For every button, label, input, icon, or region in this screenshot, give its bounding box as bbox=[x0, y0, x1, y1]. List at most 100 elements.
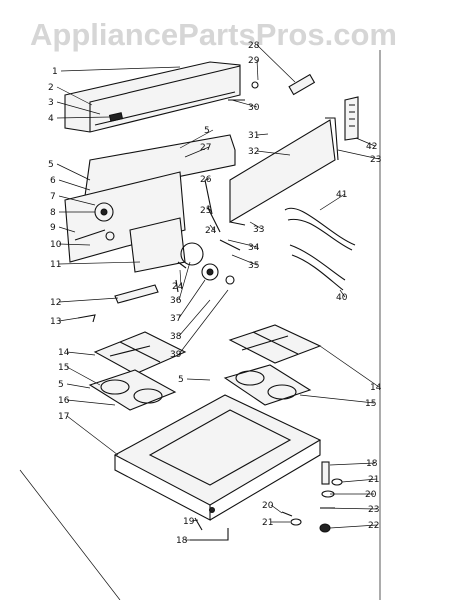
callout-15: 15 bbox=[58, 363, 69, 373]
drip-pans-right[interactable] bbox=[223, 364, 312, 406]
leader-line bbox=[270, 504, 283, 514]
callout-18: 18 bbox=[366, 459, 378, 469]
leader-line bbox=[256, 133, 269, 136]
leader-line bbox=[58, 195, 96, 206]
callout-11: 11 bbox=[50, 260, 61, 270]
callout-35: 35 bbox=[248, 261, 259, 271]
callout-36: 36 bbox=[170, 296, 182, 306]
callout-39: 39 bbox=[170, 350, 182, 360]
callout-24: 24 bbox=[172, 282, 184, 292]
callout-23: 23 bbox=[370, 155, 381, 165]
leader-line bbox=[339, 289, 346, 298]
leader-line bbox=[329, 462, 376, 466]
callout-16: 16 bbox=[58, 396, 70, 406]
leader-line bbox=[56, 86, 93, 106]
upper-right-parts[interactable] bbox=[228, 73, 316, 101]
leader-line bbox=[66, 351, 96, 356]
leader-line bbox=[337, 149, 380, 160]
callout-14: 14 bbox=[370, 383, 382, 393]
grates-right[interactable] bbox=[228, 324, 322, 364]
callout-5: 5 bbox=[48, 160, 54, 170]
callout-14: 14 bbox=[58, 348, 70, 358]
callout-1: 1 bbox=[52, 67, 58, 77]
drip-pans-left[interactable] bbox=[88, 369, 177, 411]
callout-21: 21 bbox=[262, 518, 273, 528]
leader-line bbox=[178, 261, 191, 301]
callout-15: 15 bbox=[365, 399, 376, 409]
callout-38: 38 bbox=[170, 332, 182, 342]
callout-31: 31 bbox=[248, 131, 259, 141]
callout-5: 5 bbox=[178, 375, 184, 385]
callout-3: 3 bbox=[48, 98, 54, 108]
leader-line bbox=[178, 279, 206, 319]
cooktop[interactable] bbox=[113, 394, 322, 521]
leader-line bbox=[58, 317, 79, 322]
watermark: AppliancePartsPros.com bbox=[30, 17, 397, 52]
callout-29: 29 bbox=[248, 56, 260, 66]
leader-line bbox=[231, 254, 258, 266]
callout-6: 6 bbox=[50, 176, 56, 186]
bracket-42[interactable] bbox=[344, 96, 359, 141]
callout-20: 20 bbox=[365, 490, 377, 500]
callout-13: 13 bbox=[50, 317, 61, 327]
leader-line bbox=[256, 150, 291, 156]
leader-line bbox=[58, 179, 91, 191]
leader-line bbox=[319, 345, 380, 388]
bracket-12[interactable] bbox=[77, 284, 159, 323]
callout-9: 9 bbox=[50, 223, 56, 233]
leader-line bbox=[299, 394, 375, 404]
leader-line bbox=[191, 519, 199, 522]
leader-line bbox=[207, 204, 210, 211]
callout-7: 7 bbox=[50, 192, 56, 202]
callout-18: 18 bbox=[176, 536, 188, 546]
callout-37: 37 bbox=[170, 314, 181, 324]
callout-10: 10 bbox=[50, 240, 62, 250]
callout-2: 2 bbox=[48, 83, 54, 93]
leader-line bbox=[66, 399, 116, 406]
leader-line bbox=[256, 44, 296, 83]
callout-24: 24 bbox=[205, 226, 217, 236]
callout-30: 30 bbox=[248, 103, 260, 113]
callout-17: 17 bbox=[58, 412, 69, 422]
leader-line bbox=[58, 261, 141, 265]
callout-28: 28 bbox=[248, 41, 260, 51]
callout-19: 19 bbox=[183, 517, 195, 527]
callout-23: 23 bbox=[368, 505, 379, 515]
leader-line bbox=[66, 415, 119, 456]
leader-line bbox=[256, 59, 259, 81]
leader-line bbox=[56, 101, 101, 115]
callout-41: 41 bbox=[336, 190, 347, 200]
leader-line bbox=[204, 178, 210, 181]
grates-left[interactable] bbox=[93, 331, 187, 375]
leader-line bbox=[66, 383, 91, 389]
leader-line bbox=[58, 297, 119, 303]
leader-line bbox=[341, 478, 378, 483]
leader-line bbox=[58, 243, 91, 246]
rear-panel[interactable] bbox=[229, 117, 339, 226]
lower-right-parts[interactable] bbox=[190, 461, 343, 541]
callout-33: 33 bbox=[253, 225, 264, 235]
callout-5: 5 bbox=[204, 126, 210, 136]
wiring-harness[interactable] bbox=[284, 207, 356, 291]
leader-line bbox=[179, 129, 214, 149]
callout-5: 5 bbox=[58, 380, 64, 390]
callout-27: 27 bbox=[200, 143, 211, 153]
control-panel[interactable] bbox=[64, 61, 241, 133]
leader-line bbox=[319, 193, 346, 211]
leader-line bbox=[184, 146, 210, 158]
leader-line bbox=[60, 66, 181, 72]
leader-line bbox=[249, 221, 263, 230]
callout-25: 25 bbox=[200, 206, 211, 216]
callout-26: 26 bbox=[200, 175, 212, 185]
switch-plate[interactable] bbox=[129, 217, 219, 293]
leader-line bbox=[58, 226, 76, 233]
leader-line bbox=[209, 224, 215, 231]
callout-34: 34 bbox=[248, 243, 260, 253]
callout-4: 4 bbox=[48, 114, 54, 124]
valve-parts[interactable] bbox=[204, 179, 241, 285]
leader-line bbox=[178, 299, 211, 337]
callout-8: 8 bbox=[50, 208, 56, 218]
leader-line bbox=[321, 507, 378, 510]
